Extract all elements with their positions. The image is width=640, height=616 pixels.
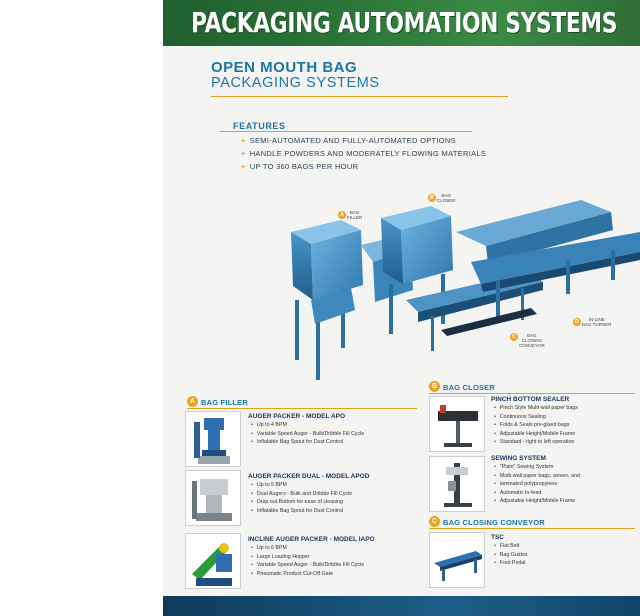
- product-spec-list: Up to 6 BPM Large Loading Hopper Variabl…: [251, 544, 364, 578]
- features-heading: FEATURES: [233, 121, 286, 131]
- tsc-conveyor-image: [429, 532, 485, 588]
- spec-item: Flat Belt: [494, 542, 528, 551]
- feature-item: +UP TO 360 BAGS PER HOUR: [241, 162, 359, 171]
- product-title: AUGER PACKER - MODEL APO: [248, 413, 346, 420]
- spec-item: Variable Speed Auger - Bulk/Dribble Fill…: [251, 561, 364, 570]
- spec-item: Foot Pedal: [494, 559, 528, 568]
- spec-item: Up to 6 BPM: [251, 544, 364, 553]
- features-divider: [220, 131, 472, 132]
- auger-packer-apo-image: [185, 411, 241, 467]
- product-title: SEWING SYSTEM: [491, 455, 546, 462]
- spec-item: Dual Augers - Bulk and Dribble Fill Cycl…: [251, 490, 352, 499]
- product-spec-list: Pinch Style Multi-wall paper bags Contin…: [494, 404, 578, 447]
- spec-item: Up to 5 BPM: [251, 481, 352, 490]
- product-spec-list: Up to 5 BPM Dual Augers - Bulk and Dribb…: [251, 481, 352, 515]
- product-title: TSC: [491, 534, 504, 541]
- header-banner: PACKAGING AUTOMATION SYSTEMS: [163, 0, 640, 46]
- incline-auger-packer-iapo-image: [185, 533, 241, 589]
- bullet-icon: +: [241, 136, 246, 145]
- brochure-page: PACKAGING AUTOMATION SYSTEMS OPEN MOUTH …: [163, 0, 640, 616]
- feature-item: +HANDLE POWDERS AND MODERATELY FLOWING M…: [241, 149, 487, 158]
- section-divider: [429, 393, 635, 394]
- packaging-line-illustration: [291, 200, 640, 380]
- section-badge-c: C: [429, 516, 440, 527]
- spec-item: Drop out Bottom for ease of cleaning: [251, 498, 352, 507]
- pinch-bottom-sealer-image: [429, 396, 485, 452]
- footer-bar: [163, 596, 640, 616]
- spec-item: "Plain" Sewing System: [494, 463, 580, 472]
- spec-item: Folds & Seals pre-glued bags: [494, 421, 578, 430]
- spec-item: Large Loading Hopper: [251, 553, 364, 562]
- spec-item: Inflatable Bag Spout for Dust Control: [251, 507, 352, 516]
- bullet-icon: +: [241, 149, 246, 158]
- callout-marker-a: A: [338, 211, 346, 219]
- section-divider: [429, 528, 635, 529]
- spec-item: Automatic In-feed: [494, 489, 580, 498]
- section-badge-a: A: [187, 396, 198, 407]
- product-title: AUGER PACKER DUAL - MODEL APOD: [248, 473, 370, 480]
- spec-item: Standard - right to left operation: [494, 438, 578, 447]
- title-divider: [211, 96, 508, 97]
- spec-item: Inflatable Bag Spout for Dust Control: [251, 438, 364, 447]
- section-divider: [187, 408, 417, 409]
- section-badge-b: B: [429, 381, 440, 392]
- spec-item: Pneumatic Product Cut-Off Gate: [251, 570, 364, 579]
- product-spec-list: Flat Belt Bag Guides Foot Pedal: [494, 542, 528, 568]
- callout-marker-c: C: [510, 333, 518, 341]
- spec-item: Up to 4 BPM: [251, 421, 364, 430]
- feature-item: +SEMI-AUTOMATED AND FULLY-AUTOMATED OPTI…: [241, 136, 456, 145]
- spec-item: Variable Speed Auger - Bulk/Dribble Fill…: [251, 430, 364, 439]
- callout-marker-b: B: [428, 194, 436, 202]
- spec-item: Pinch Style Multi-wall paper bags: [494, 404, 578, 413]
- bullet-icon: +: [241, 162, 246, 171]
- section-title-bag-closer: BAG CLOSER: [443, 383, 496, 392]
- auger-packer-dual-apod-image: [185, 470, 241, 526]
- spec-item: Adjustable Height/Mobile Frame: [494, 430, 578, 439]
- spec-item: laminated polypropylene: [494, 480, 580, 489]
- product-spec-list: Up to 4 BPM Variable Speed Auger - Bulk/…: [251, 421, 364, 447]
- product-spec-list: "Plain" Sewing System Multi-wall paper b…: [494, 463, 580, 506]
- spec-item: Bag Guides: [494, 551, 528, 560]
- callout-marker-d: D: [573, 318, 581, 326]
- section-title-bag-closing-conveyor: BAG CLOSING CONVEYOR: [443, 518, 545, 527]
- section-title-bag-filler: BAG FILLER: [201, 398, 248, 407]
- spec-item: Adjustable Height/Mobile Frame: [494, 497, 580, 506]
- hero-title: OPEN MOUTH BAG: [211, 59, 358, 76]
- banner-title: PACKAGING AUTOMATION SYSTEMS: [191, 6, 618, 39]
- product-title: INCLINE AUGER PACKER - MODEL IAPO: [248, 536, 375, 543]
- hero-subtitle: PACKAGING SYSTEMS: [211, 75, 380, 91]
- product-title: PINCH BOTTOM SEALER: [491, 396, 570, 403]
- sewing-system-image: [429, 456, 485, 512]
- spec-item: Multi-wall paper bags, woven, and: [494, 472, 580, 481]
- spec-item: Continuous Sealing: [494, 413, 578, 422]
